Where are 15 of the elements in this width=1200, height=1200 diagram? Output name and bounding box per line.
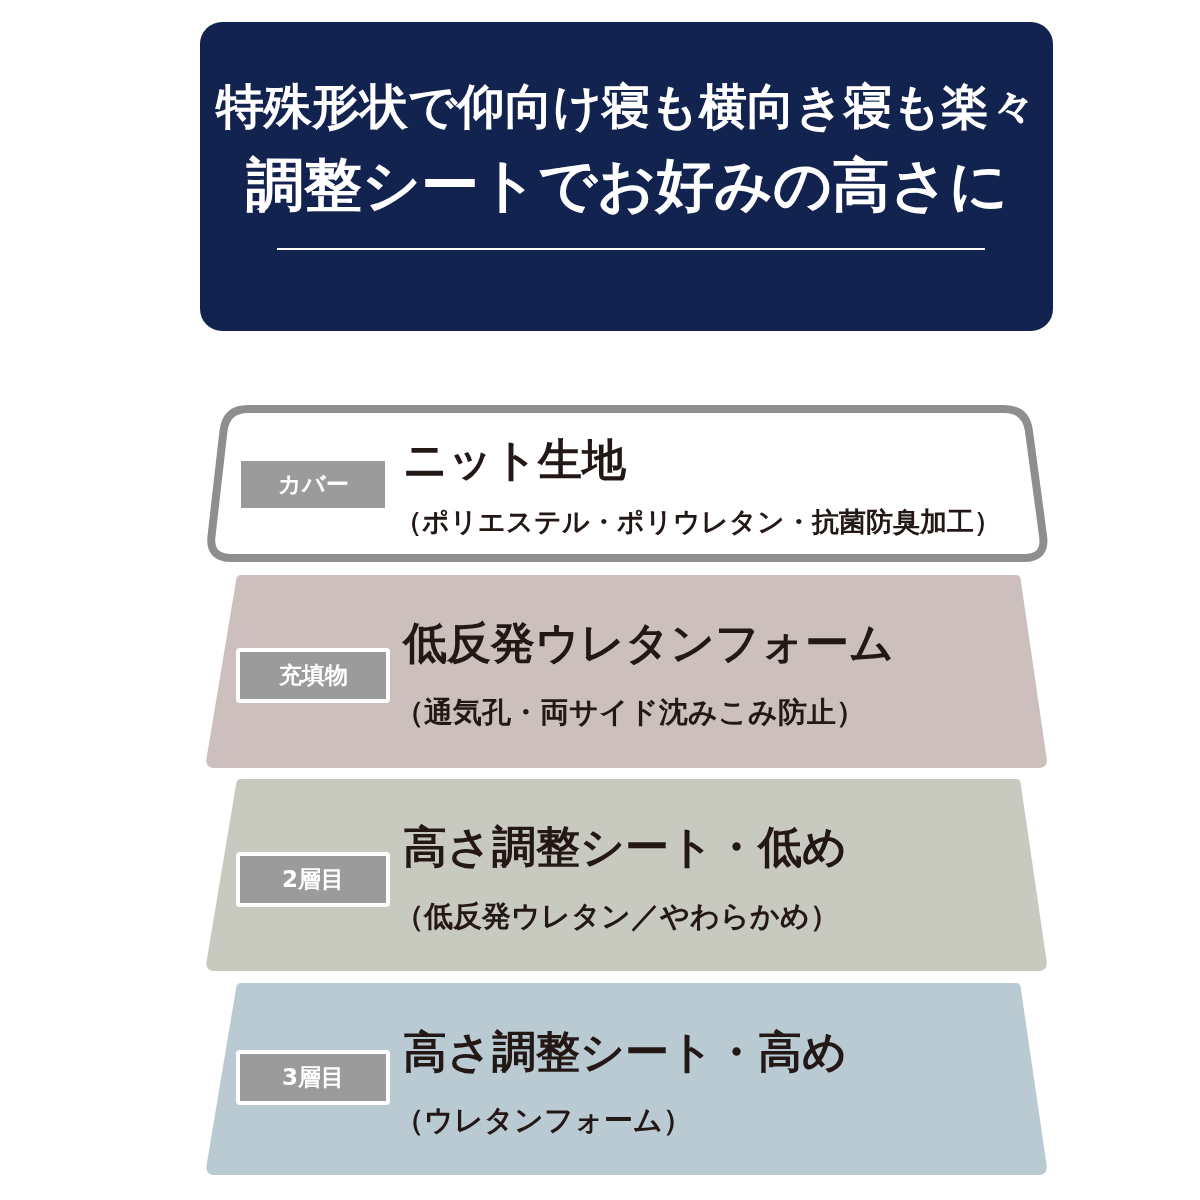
headline-text: 特殊形状で仰向け寝も横向き寝も楽々 (216, 78, 1037, 136)
layer-description: （ポリエステル・ポリウレタン・抗菌防臭加工） (395, 506, 1001, 539)
layer-tag: 充填物 (236, 648, 390, 703)
layer-tag: 3層目 (236, 1050, 390, 1105)
layer-tag: 2層目 (236, 852, 390, 907)
layer-description: （通気孔・両サイド沈みこみ防止） (395, 695, 865, 730)
layer-heading: 低反発ウレタンフォーム (403, 617, 894, 670)
headline-text: 調整シートでお好みの高さに (245, 151, 1008, 221)
layer-heading: 高さ調整シート・高め (403, 1026, 847, 1079)
layer-description: （低反発ウレタン／やわらかめ） (395, 899, 839, 934)
layer-heading: ニット生地 (403, 434, 626, 487)
title-banner (200, 22, 1053, 331)
layer-tag: カバー (241, 461, 385, 508)
layer-heading: 高さ調整シート・低め (403, 821, 847, 874)
layer-description: （ウレタンフォーム） (395, 1103, 692, 1138)
